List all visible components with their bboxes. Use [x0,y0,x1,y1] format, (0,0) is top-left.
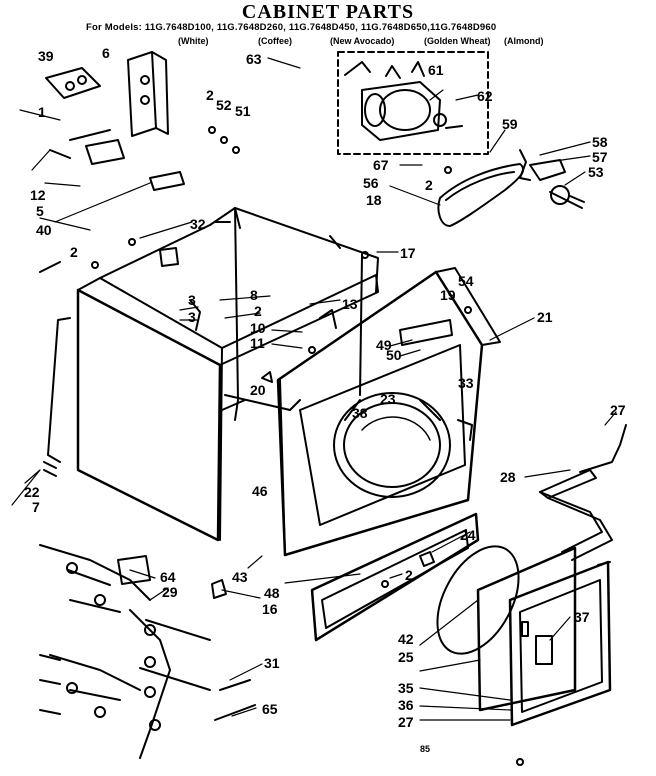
callout-56: 56 [363,175,379,191]
callout-46: 46 [252,483,268,499]
motor-assembly [337,51,489,155]
callout-3-b: 3 [188,309,196,325]
callout-2-a: 2 [70,244,78,260]
callout-63: 63 [246,51,262,67]
model-numbers: For Models: 11G.7648D100, 11G.7648D260, … [86,22,497,33]
callout-38: 38 [352,405,368,421]
color-almond: (Almond) [504,36,544,46]
callout-64: 64 [160,569,176,585]
page-number: 85 [420,744,431,754]
callout-54: 54 [458,273,474,289]
callout-27-a: 27 [610,402,626,418]
callout-58: 58 [592,134,608,150]
callout-35: 35 [398,680,414,696]
callout-43: 43 [232,569,248,585]
callout-11: 11 [250,335,265,351]
callout-33: 33 [458,375,474,391]
callout-59: 59 [502,116,518,132]
callout-65: 65 [262,701,278,717]
callout-67: 67 [373,157,389,173]
callout-48: 48 [264,585,280,601]
callout-23: 23 [380,391,396,407]
callout-12: 12 [30,187,46,203]
callout-2-c: 2 [254,303,262,319]
callout-62: 62 [477,88,493,104]
callout-13: 13 [342,296,358,312]
callout-7: 7 [32,499,40,515]
color-new-avocado: (New Avocado) [330,36,395,46]
cabinet-front-panel [276,267,501,557]
callout-18: 18 [366,192,382,208]
exhaust-duct [539,424,627,561]
callout-39: 39 [38,48,54,64]
callout-61: 61 [428,62,444,78]
callout-2-b: 2 [425,177,433,193]
leader-lines [11,57,617,721]
door-assembly [436,545,612,727]
hardware-markers [43,126,524,766]
page-title: CABINET PARTS [241,1,415,23]
callout-2: 2 [206,87,214,103]
callout-31: 31 [264,655,280,671]
callout-29: 29 [162,584,178,600]
callout-50: 50 [386,347,402,363]
idler-pulley-assembly [519,149,585,209]
drum-belt [437,163,525,227]
callout-8: 8 [250,287,258,303]
toe-panel [310,512,480,642]
callout-24: 24 [460,527,476,543]
callout-5: 5 [36,203,44,219]
cabinet-body [47,207,379,542]
callout-labels: 39 6 2 52 51 1 63 61 62 59 58 57 53 12 5… [24,45,626,730]
color-golden-wheat: (Golden Wheat) [424,36,491,46]
callout-42: 42 [398,631,414,647]
color-coffee: (Coffee) [258,36,292,46]
callout-49: 49 [376,337,392,353]
callout-27-b: 27 [398,714,414,730]
callout-57: 57 [592,149,608,165]
callout-2-d: 2 [405,567,413,583]
callout-51: 51 [235,103,251,119]
callout-19: 19 [440,287,456,303]
callout-21: 21 [537,309,553,325]
callout-40: 40 [36,222,52,238]
callout-37: 37 [574,609,590,625]
top-left-parts [39,51,185,273]
callout-25: 25 [398,649,414,665]
callout-17: 17 [400,245,416,261]
callout-36: 36 [398,697,414,713]
callout-53: 53 [588,164,604,180]
callout-20: 20 [250,382,266,398]
callout-28: 28 [500,469,516,485]
callout-22: 22 [24,484,40,500]
callout-52: 52 [216,97,232,113]
callout-3-a: 3 [188,292,196,308]
callout-16: 16 [262,601,278,617]
color-white: (White) [178,36,209,46]
callout-6: 6 [102,45,110,61]
wiring-harness [39,544,256,759]
callout-1: 1 [38,104,46,120]
callout-32: 32 [190,216,206,232]
callout-10: 10 [250,320,266,336]
